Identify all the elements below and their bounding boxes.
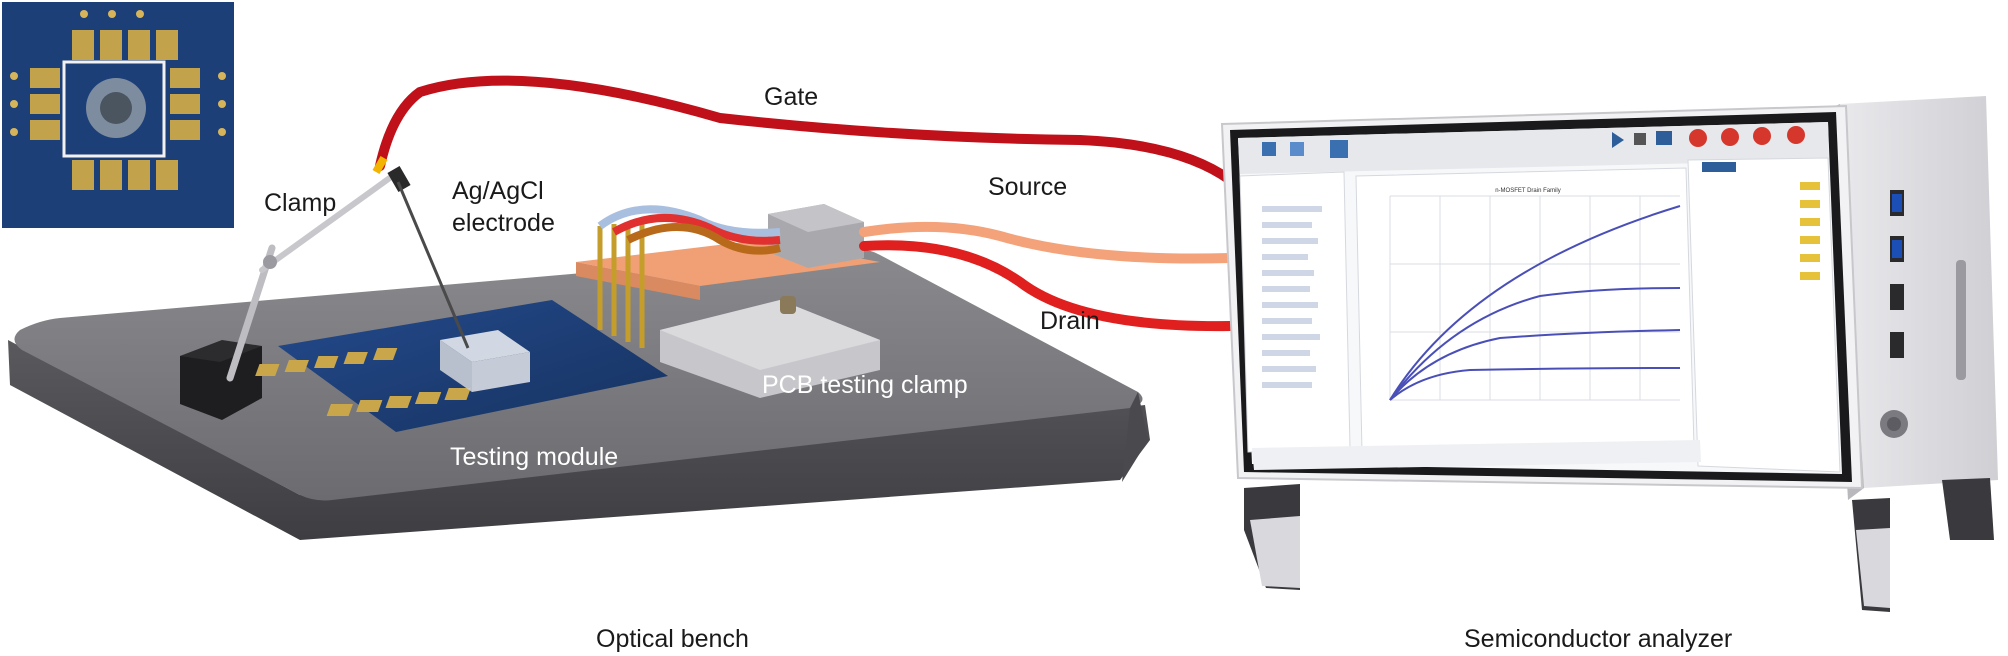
gate-label: Gate [764,83,819,111]
pcb-clamp-label: PCB testing clamp [762,371,968,399]
chip-inset-photo [2,2,234,228]
electrode-label-line1: Ag/AgCl [452,177,544,205]
electrode-label-line2: electrode [452,209,555,237]
semiconductor-analyzer-label: Semiconductor analyzer [1464,625,1733,653]
drain-label: Drain [1040,307,1100,335]
testing-module-label: Testing module [450,443,619,471]
clamp-label: Clamp [264,189,337,217]
clamp-stand [180,165,411,420]
drain-cable [859,240,1235,332]
source-cable [859,221,1235,264]
plot-title: n-MOSFET Drain Family [1495,188,1561,194]
optical-bench-label: Optical bench [596,625,749,653]
semiconductor-analyzer: n-MOSFET Drain Family [1220,96,1998,612]
pcb-testing-clamp [576,204,880,398]
gate-cable [375,75,1235,185]
optical-bench [8,249,1150,540]
testing-module [255,300,668,432]
gate-cable-tip [372,156,388,174]
source-label: Source [988,173,1068,201]
electrode-wire [396,181,470,349]
